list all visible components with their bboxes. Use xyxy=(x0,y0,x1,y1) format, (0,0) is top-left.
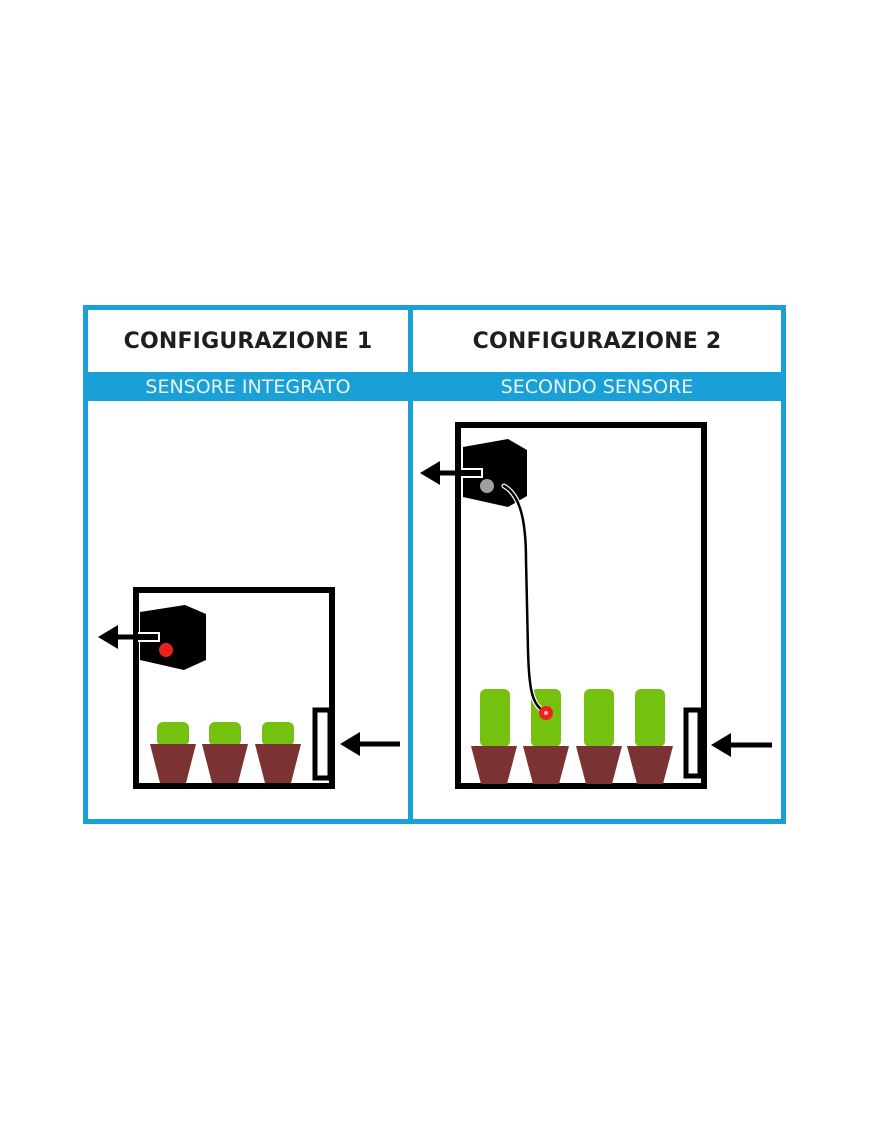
plant-row xyxy=(150,722,301,783)
panel-divider xyxy=(408,305,413,824)
pot-icon xyxy=(255,744,301,783)
sensor-wire-icon xyxy=(501,483,548,715)
pot-icon xyxy=(202,744,248,783)
intake-arrow-icon xyxy=(711,733,772,757)
intake-arrow-icon xyxy=(340,732,400,756)
panel-2-subtitle: SECONDO SENSORE xyxy=(500,375,694,398)
panel-2-grow-tent xyxy=(420,422,772,789)
plant-icon xyxy=(635,689,665,747)
tent-box-icon xyxy=(455,422,707,789)
exhaust-arrow-icon xyxy=(98,625,158,649)
subtitle-band xyxy=(88,372,781,401)
exhaust-arrow-icon xyxy=(420,461,480,485)
intake-vent-icon xyxy=(312,707,333,781)
pot-icon xyxy=(576,746,622,784)
extractor-device-icon xyxy=(140,605,206,670)
intake-vent-icon xyxy=(683,707,703,779)
panel-2-title: CONFIGURAZIONE 2 xyxy=(472,328,722,354)
pot-icon xyxy=(471,746,517,784)
pot-icon xyxy=(523,746,569,784)
plant-icon xyxy=(584,689,614,747)
panel-1-subtitle: SENSORE INTEGRATO xyxy=(145,375,351,398)
pot-icon xyxy=(627,746,673,784)
panel-1-title: CONFIGURAZIONE 1 xyxy=(123,328,373,354)
panel-1-grow-tent xyxy=(98,587,400,789)
plant-row xyxy=(471,689,673,784)
plant-icon xyxy=(157,722,189,746)
integrated-sensor-icon xyxy=(159,643,173,657)
pot-icon xyxy=(150,744,196,783)
plant-icon xyxy=(209,722,241,746)
band-divider xyxy=(408,372,413,401)
plant-icon xyxy=(262,722,294,746)
sensor-port-icon xyxy=(480,479,494,493)
plant-icon xyxy=(480,689,510,747)
tent-box-icon xyxy=(133,587,335,789)
